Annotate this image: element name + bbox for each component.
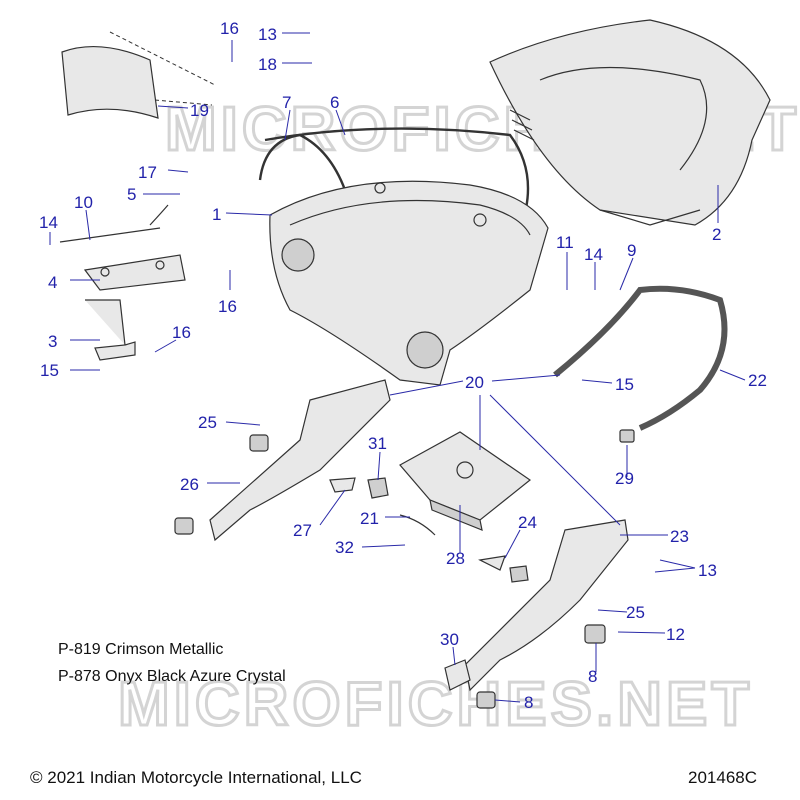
part-7-trim: [258, 133, 347, 191]
callout-21: 21: [360, 509, 379, 528]
callout-1: 1: [212, 205, 221, 224]
callout-7: 7: [282, 93, 291, 112]
callout-25b: 25: [626, 603, 645, 622]
callout-6: 6: [330, 93, 339, 112]
callout-12: 12: [666, 625, 685, 644]
callout-25a: 25: [198, 413, 217, 432]
callout-20: 20: [465, 373, 484, 392]
callout-32: 32: [335, 538, 354, 557]
part-23-side-bracket-right: [464, 519, 629, 692]
callout-11: 11: [556, 233, 574, 252]
callout-15b: 15: [615, 375, 634, 394]
callout-9: 9: [627, 241, 636, 260]
part-3-bracket: [85, 299, 136, 361]
callout-29: 29: [615, 469, 634, 488]
callout-24: 24: [518, 513, 537, 532]
part-2-lid-outer: [489, 19, 771, 226]
callout-5: 5: [127, 185, 136, 204]
callout-26: 26: [180, 475, 199, 494]
leader-lines: [49, 32, 746, 703]
callout-27: 27: [293, 521, 312, 540]
part-1-trunk-body: [269, 180, 549, 386]
part-26-side-bracket-left: [209, 379, 391, 542]
callout-13a: 13: [258, 25, 277, 44]
callout-23: 23: [670, 527, 689, 546]
callout-18: 18: [258, 55, 277, 74]
watermark-bottom: MICROFICHES.NET: [118, 670, 753, 739]
paint-note-1: P-819 Crimson Metallic: [58, 641, 224, 658]
callout-19: 19: [190, 101, 209, 120]
callout-13b: 13: [698, 561, 717, 580]
callout-31: 31: [368, 434, 387, 453]
callout-14a: 14: [39, 213, 58, 232]
part-4-bracket: [83, 254, 186, 291]
callout-10: 10: [74, 193, 93, 212]
callout-14b: 14: [584, 245, 603, 264]
callout-16b: 16: [172, 323, 191, 342]
callout-8a: 8: [588, 667, 597, 686]
callout-28: 28: [446, 549, 465, 568]
callout-labels: 1 2 3 4 5 6 7 8 8 9 10 11 12 13 13 14 14…: [39, 19, 767, 712]
figure-code: 201468C: [688, 768, 758, 787]
copyright: © 2021 Indian Motorcycle International, …: [30, 768, 362, 787]
callout-3: 3: [48, 332, 57, 351]
callout-4: 4: [48, 273, 57, 292]
callout-22: 22: [748, 371, 767, 390]
callout-16a: 16: [220, 19, 239, 38]
callout-30: 30: [440, 630, 459, 649]
callout-16c: 16: [218, 297, 237, 316]
hardware-group: [174, 429, 635, 709]
callout-8b: 8: [524, 693, 533, 712]
callout-2: 2: [712, 225, 721, 244]
part-19-pad: [61, 31, 216, 119]
part-28-mount-plate: [399, 431, 532, 531]
part-22-rail: [553, 285, 728, 431]
callout-15a: 15: [40, 361, 59, 380]
paint-note-2: P-878 Onyx Black Azure Crystal: [58, 668, 286, 685]
callout-17: 17: [138, 163, 157, 182]
part-10-cable: [59, 204, 169, 243]
